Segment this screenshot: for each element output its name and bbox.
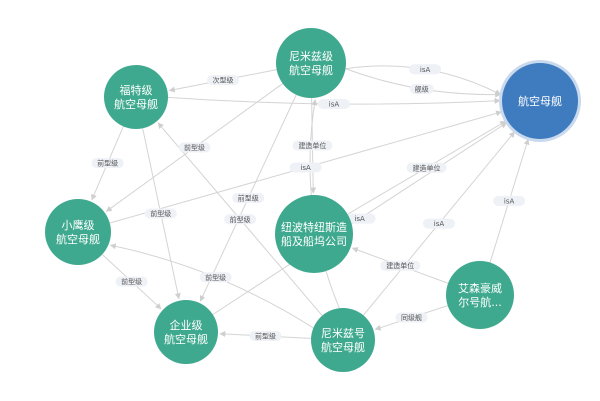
edge-label-pill xyxy=(343,213,376,224)
edge-label-pill xyxy=(493,195,526,206)
node-label: 航空母舰 xyxy=(518,94,562,108)
edge-label-text: 建造单位 xyxy=(413,163,441,172)
edge-label-pill xyxy=(422,218,455,229)
edge-label: 前型级 xyxy=(144,208,177,219)
node-label: 航空母舰 xyxy=(321,340,365,354)
edge-label: 舰级 xyxy=(409,83,434,94)
node-label: 福特级 xyxy=(120,83,153,97)
edge-label-text: 前型级 xyxy=(184,143,205,152)
node-circle[interactable] xyxy=(276,28,346,98)
edge-label-pill xyxy=(115,276,148,287)
edge-label-pill xyxy=(232,192,265,203)
edge-label-pill xyxy=(409,64,442,75)
edge-label-text: 同级舰 xyxy=(401,313,422,322)
edge-label-text: 前型级 xyxy=(150,209,171,218)
edge-label-text: 前型级 xyxy=(121,277,142,286)
node-circle[interactable] xyxy=(275,195,353,273)
edge-label: 建造单位 xyxy=(406,162,447,173)
edge-label: 前型级 xyxy=(249,331,282,342)
edge-label: isA xyxy=(493,195,526,206)
edge-label: isA xyxy=(343,213,376,224)
edge-label-text: isA xyxy=(434,220,445,228)
node-label: 小鹰级 xyxy=(62,218,95,232)
edge-label-text: 前型级 xyxy=(255,332,276,341)
edge-label-text: isA xyxy=(329,100,340,108)
edge-label: isA xyxy=(317,98,350,109)
edge-label: 次型级 xyxy=(207,75,240,86)
node-circle[interactable] xyxy=(502,63,578,139)
node-label: 艾森豪威 xyxy=(458,281,502,295)
edge-label-pill xyxy=(395,312,428,323)
edge-label-pill xyxy=(224,214,257,225)
edge-label-pill xyxy=(199,272,232,283)
edge-label-text: isA xyxy=(354,215,365,223)
edge-label-pill xyxy=(144,208,177,219)
edge-label-text: 建造单位 xyxy=(386,261,414,270)
node-label: 纽波特纽斯造 xyxy=(281,220,347,234)
edge-label-text: 前型级 xyxy=(97,159,118,168)
edge-label: 前型级 xyxy=(224,214,257,225)
edge-label: 前型级 xyxy=(178,142,211,153)
edge-label-pill xyxy=(317,98,350,109)
edge-label-text: 次型级 xyxy=(213,76,234,85)
edge-label: 前型级 xyxy=(115,276,148,287)
edge-label: 建造单位 xyxy=(292,140,333,151)
edge-label-pill xyxy=(409,83,434,94)
node-circle[interactable] xyxy=(45,199,111,265)
node-circle[interactable] xyxy=(311,308,375,372)
node-carrier[interactable]: 航空母舰 xyxy=(499,60,581,142)
node-label: 航空母舰 xyxy=(56,232,100,246)
edge-label-pill xyxy=(91,158,124,169)
edge-label: 前型级 xyxy=(232,192,265,203)
edge-label: 前型级 xyxy=(91,158,124,169)
edge-label: 建造单位 xyxy=(380,260,421,271)
edge-label: isA xyxy=(409,64,442,75)
edge-label: isA xyxy=(422,218,455,229)
edge-label-pill xyxy=(289,162,322,173)
node-circle[interactable] xyxy=(446,261,514,329)
edge-label: isA xyxy=(289,162,322,173)
node-circle[interactable] xyxy=(154,300,218,364)
node-circle[interactable] xyxy=(104,65,168,129)
edge-label-text: 前型级 xyxy=(205,273,226,282)
edge-label-text: 建造单位 xyxy=(298,141,326,150)
edge-label-pill xyxy=(207,75,240,86)
node-label: 航空母舰 xyxy=(289,63,333,77)
node-label: 航空母舰 xyxy=(164,332,208,346)
node-label: 尼米兹号 xyxy=(321,327,365,340)
edge-label-pill xyxy=(406,162,447,173)
node-label: 企业级 xyxy=(170,318,203,332)
node-label: 尼米兹级 xyxy=(289,50,333,63)
edge-label-text: 前型级 xyxy=(238,193,259,202)
edge-label: 同级舰 xyxy=(395,312,428,323)
node-label: 航空母舰 xyxy=(114,97,158,111)
edge-label-text: 舰级 xyxy=(415,84,429,93)
node-label: 尔号航... xyxy=(458,295,502,309)
node-eisenhower[interactable]: 艾森豪威尔号航... xyxy=(446,261,514,329)
nodes-layer: 尼米兹级航空母舰航空母舰福特级航空母舰小鹰级航空母舰纽波特纽斯造船及船坞公司艾森… xyxy=(45,28,581,372)
edge-label-pill xyxy=(292,140,333,151)
edge-label: 前型级 xyxy=(199,272,232,283)
edge-label-pill xyxy=(249,331,282,342)
edge-label-pill xyxy=(178,142,211,153)
edge-label-text: isA xyxy=(300,164,311,172)
edge-label-pill xyxy=(380,260,421,271)
edge-label-text: isA xyxy=(504,197,515,205)
edge-label-text: 前型级 xyxy=(230,215,251,224)
node-label: 船及船坞公司 xyxy=(281,234,347,248)
edge-label-text: isA xyxy=(420,66,431,74)
